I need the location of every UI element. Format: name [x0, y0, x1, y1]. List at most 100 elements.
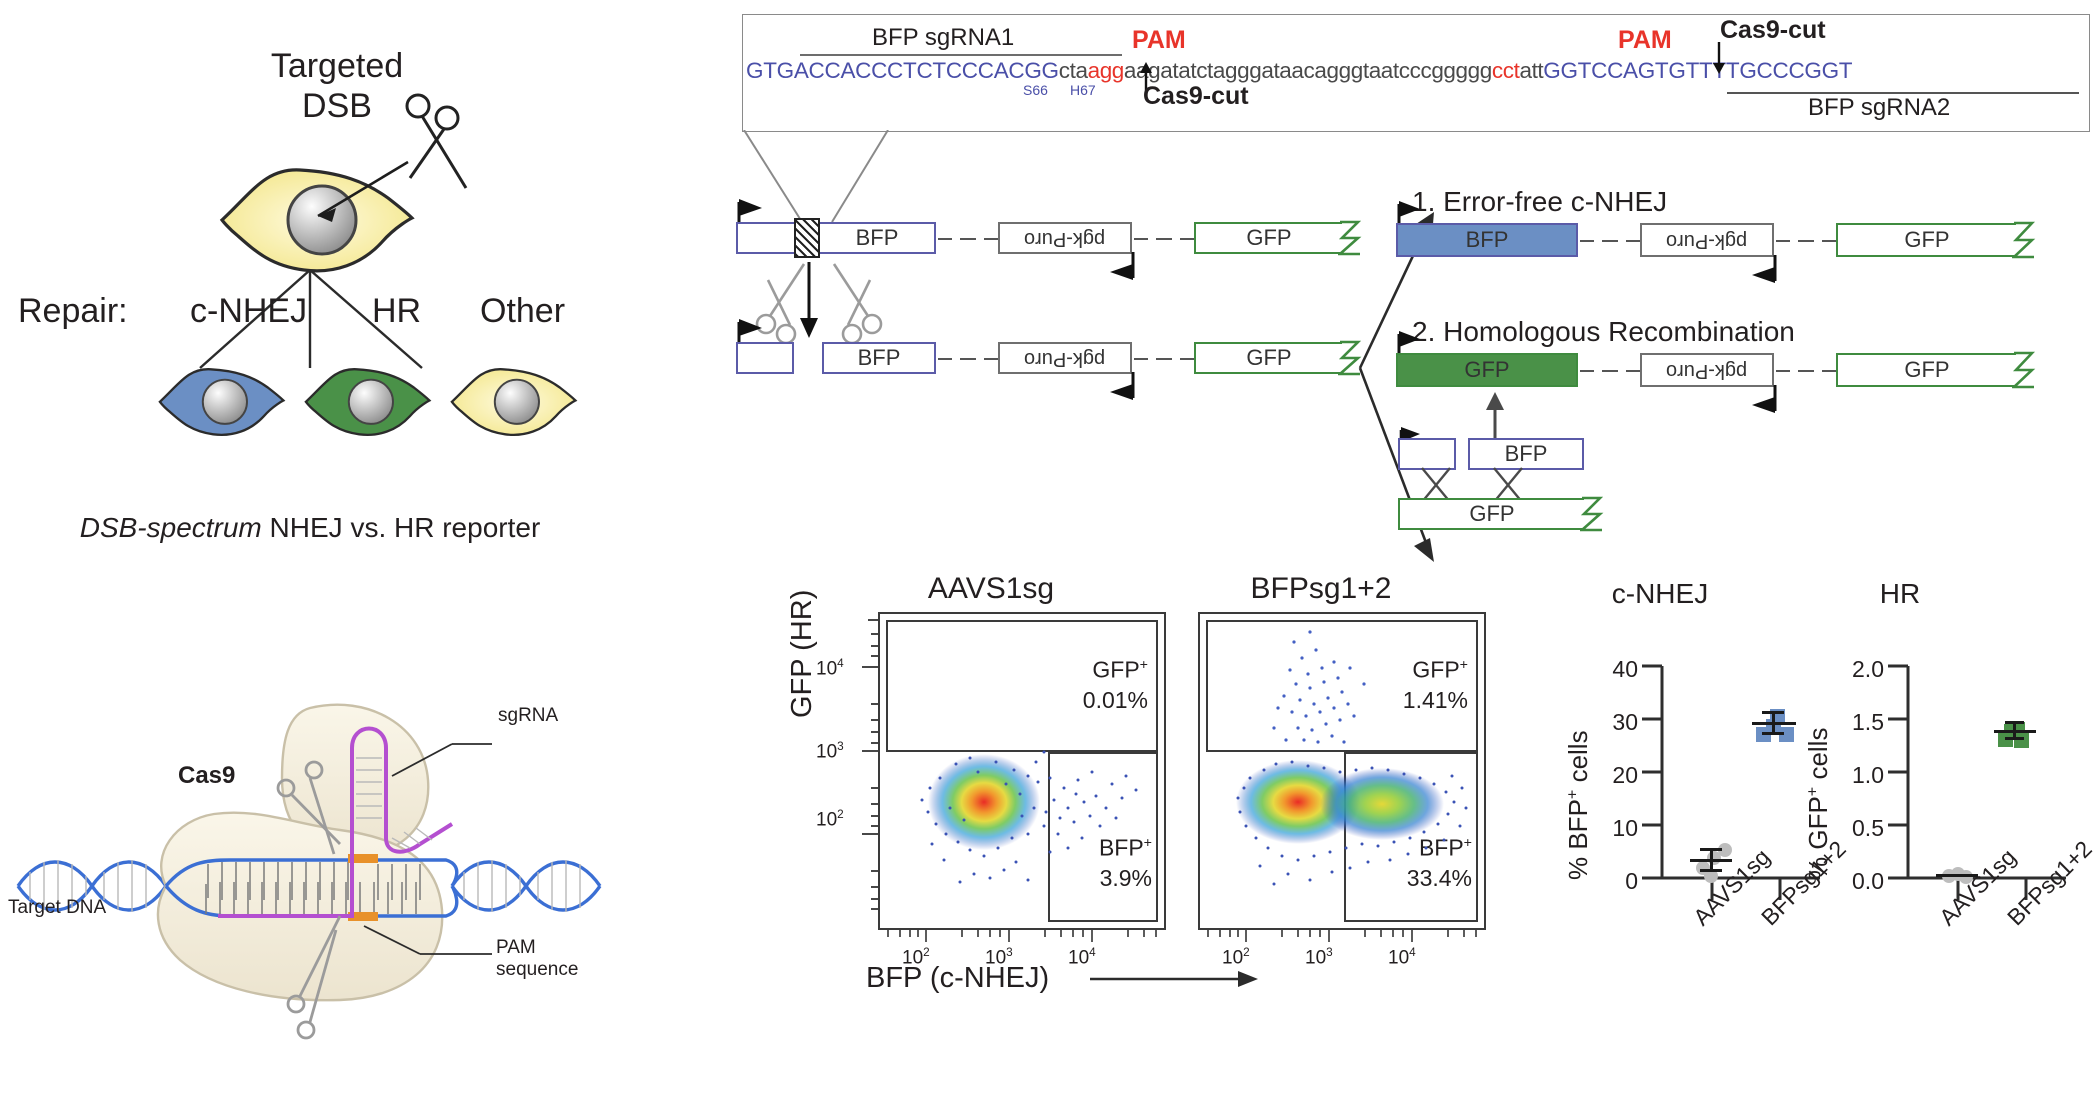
pam-mark-top [348, 854, 378, 863]
cassette-puro-row2: pgk-Puro [998, 342, 1132, 374]
chart-1-point-a4 [1704, 869, 1718, 883]
template-gfp-label: GFP [1469, 501, 1515, 526]
link-dash-o2b [1602, 370, 1618, 372]
targeted-dsb-title: Targeted DSB [232, 46, 442, 126]
cas9-enzyme-label: Cas9 [178, 762, 236, 789]
cassette-bfp-row2: BFP [822, 342, 936, 374]
cassette-bfp-row1: BFP [820, 222, 936, 254]
chart-1-errbar-b [1772, 712, 1775, 734]
reporter-caption: DSB-spectrum NHEJ vs. HR reporter [40, 512, 580, 544]
flow-plot-1-xtick-1e3: 103 [985, 946, 1013, 969]
cut-arrow-icon [317, 160, 409, 222]
gfp-gate-text-2: GFP [1412, 656, 1460, 683]
cassette-gfp-label-row2: GFP [1246, 345, 1292, 370]
chart-2-errcap-b-top [2005, 721, 2024, 724]
cassette-puro-label-row1: pgk-Puro [1024, 227, 1106, 250]
flow-ytick-1e4: 104 [816, 657, 844, 680]
link-dash-o1f [1822, 240, 1836, 242]
truncation-zigzag-outcome2 [2012, 351, 2036, 389]
sequence-detail-box [742, 14, 2090, 132]
chart-2-ytick-2: 2.0 [1852, 656, 1884, 682]
scissors-icon-lower [286, 915, 342, 1040]
link-dash-o2e [1798, 370, 1814, 372]
flow-plot-2-xtick-1e4: 104 [1388, 946, 1416, 969]
cassette-gfp-outcome1: GFP [1836, 223, 2016, 257]
promoter-arrow-icon-puro-row2 [1110, 372, 1135, 400]
link-dash-1e [1156, 238, 1172, 240]
template-bfp-label: BFP [1504, 441, 1548, 466]
link-dash-2e [1156, 358, 1172, 360]
zoom-connector-lines [743, 130, 889, 223]
bfp-sgrna2-label: BFP sgRNA2 [1808, 94, 1951, 121]
cas9-structure-diagram [16, 703, 602, 1040]
processing-down-arrow-icon [800, 262, 818, 338]
bfp-sgrna2-underline [1727, 92, 2079, 94]
flow-plot-2-dots [1236, 630, 1468, 886]
cassette-puro-row1: pgk-Puro [998, 222, 1132, 254]
truncation-zigzag-outcome1 [2012, 221, 2036, 259]
link-dash-2d [1134, 358, 1148, 360]
cassette-puro-label-outcome1: pgk-Puro [1666, 229, 1748, 252]
chart-1-ytick-0: 0 [1625, 868, 1638, 894]
bfp-gate-sup-1: + [1143, 835, 1152, 851]
flow-title-bfpsg: BFPsg1+2 [1250, 572, 1392, 605]
chart-1-errcap-b-top [1762, 711, 1784, 714]
link-dash-1f [1180, 238, 1194, 240]
cell-yellow-top [219, 168, 415, 273]
chart-2-ytick-15: 1.5 [1852, 709, 1884, 735]
chart-2-ytick-1: 1.0 [1852, 762, 1884, 788]
chart-1-y-title: % BFP+ cells [1563, 730, 1594, 880]
cassette-puro-label-row2: pgk-Puro [1024, 347, 1106, 370]
gfp-gate-sup-2: + [1459, 657, 1468, 673]
chart-1-title: c-NHEJ [1611, 578, 1709, 609]
chart-2-axes [1888, 664, 2066, 900]
truncation-zigzag-template [1580, 496, 1604, 532]
link-dash-o2a [1580, 370, 1594, 372]
gfp-gate-text-1: GFP [1092, 656, 1140, 683]
branch-lines [199, 270, 423, 369]
promoter-arrow-icon-puro-row1 [1110, 252, 1135, 280]
pam-mark-bottom [348, 912, 378, 921]
chart-2-title: HR [1879, 578, 1921, 609]
crossover-x-marks [1421, 467, 1523, 503]
link-dash-o2f [1822, 370, 1836, 372]
scissors-icon [405, 93, 468, 189]
flow-plot-2-x-ticks [1207, 930, 1477, 942]
targeted-dsb-line2: DSB [302, 87, 372, 125]
outcome-2-title: 2. Homologous Recombination [1412, 316, 1795, 347]
outcome-1-title: 1. Error-free c-NHEJ [1412, 186, 1668, 217]
flow-plot-1-bfp-gate-label: BFP+ 3.9% [1052, 828, 1152, 893]
flow-y-axis-title: GFP (HR) [786, 589, 818, 718]
template-left-arm [1398, 438, 1456, 470]
cas9-cut-label-left: Cas9-cut [1143, 82, 1249, 110]
flow-plot-2-bfp-gate [1344, 752, 1478, 922]
chart-1-errcap-a-top [1700, 848, 1722, 851]
pam-label-left: PAM [1132, 26, 1186, 54]
chart-1-ytick-40: 40 [1612, 656, 1638, 682]
flow-ytick-1e3: 103 [816, 740, 844, 763]
repair-label-other: Other [480, 292, 566, 330]
chart-1-errcap-b-bot [1762, 732, 1784, 735]
link-dash-1a [938, 238, 952, 240]
flow-plot-1-xtick-1e2: 102 [902, 946, 930, 969]
repair-prefix-label: Repair: [18, 292, 128, 330]
gfp-gate-sup-1: + [1139, 657, 1148, 673]
chart-1-ytick-20: 20 [1612, 762, 1638, 788]
cell-blue-cnhej [158, 368, 286, 437]
cell-yellow-other [450, 368, 578, 437]
flow-plot-1-dots [920, 750, 1138, 884]
cassette-bfp-label-row1: BFP [855, 225, 899, 250]
codon-h67-label: H67 [1070, 82, 1096, 98]
spacer-a-sequence: cta [1058, 58, 1088, 83]
link-dash-1d [1134, 238, 1148, 240]
cassette-gfp2-outcome2: GFP [1836, 353, 2016, 387]
reporter-caption-rest: NHEJ vs. HR reporter [261, 512, 541, 543]
flow-plot-1-gfp-gate-label: GFP+ 0.01% [960, 650, 1148, 715]
gfp-gate-pct-2: 1.41% [1402, 686, 1468, 713]
cassette-bfp-left-stub-row2 [736, 342, 794, 374]
chart-2-ytick-0: 0.0 [1852, 868, 1884, 894]
chart-2-y-title: % GFP+ cells [1803, 728, 1834, 880]
link-dash-1b [960, 238, 976, 240]
flow-ytick-1e2: 102 [816, 808, 844, 831]
truncation-zigzag-row1 [1338, 220, 1362, 256]
